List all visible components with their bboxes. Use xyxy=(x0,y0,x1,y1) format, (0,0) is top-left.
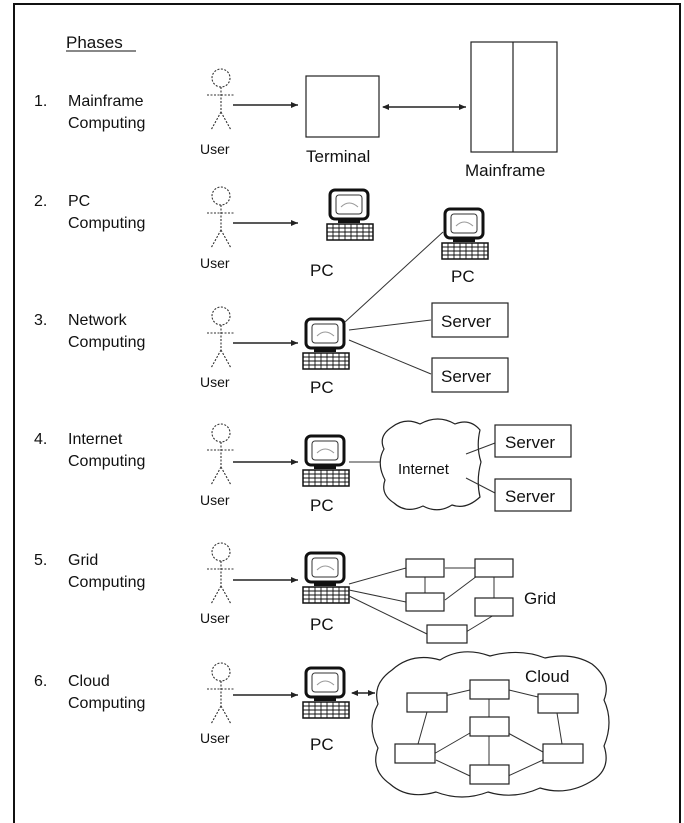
phase-5-row: 5. Grid Computing User PC Grid xyxy=(34,542,556,644)
phase-1-row: 1. Mainframe Computing User Terminal Mai… xyxy=(34,41,558,180)
phase-6-label-line1: Cloud xyxy=(68,673,110,690)
user-icon xyxy=(206,68,236,131)
grid-node xyxy=(405,592,445,612)
phase-2-row: 2. PC Computing User PC PC xyxy=(34,186,490,286)
user-label: User xyxy=(200,374,230,390)
grid-label: Grid xyxy=(524,589,556,608)
cloud-node xyxy=(542,743,584,764)
cloud-node xyxy=(469,679,510,700)
pc-to-server-link xyxy=(348,339,432,375)
server-label: Server xyxy=(441,367,491,386)
grid-network xyxy=(348,558,514,644)
cloud-node xyxy=(406,692,448,713)
pc-icon xyxy=(301,551,351,605)
phase-6-row: 6. Cloud Computing User PC Cloud xyxy=(34,651,610,798)
terminal-box xyxy=(305,75,380,138)
pc-label: PC xyxy=(310,496,334,515)
pc-label: PC xyxy=(310,261,334,280)
grid-node xyxy=(474,597,514,617)
phase-1-number: 1. xyxy=(34,93,47,110)
phases-heading: Phases xyxy=(66,33,123,52)
phase-4-label-line1: Internet xyxy=(68,431,123,448)
grid-node xyxy=(474,558,514,578)
server-box xyxy=(431,302,509,338)
network-pc-icon xyxy=(440,207,490,261)
user-icon xyxy=(206,306,236,369)
network-pc-label: PC xyxy=(451,267,475,286)
phase-3-label-line2: Computing xyxy=(68,334,145,351)
user-icon xyxy=(206,186,236,249)
phase-3-number: 3. xyxy=(34,312,47,329)
user-label: User xyxy=(200,492,230,508)
pc-icon xyxy=(325,188,375,242)
grid-node xyxy=(405,558,445,578)
pc-icon xyxy=(301,434,351,488)
grid-node xyxy=(426,624,468,644)
user-icon xyxy=(206,423,236,486)
phase-6-label-line2: Computing xyxy=(68,695,145,712)
internet-cloud-icon xyxy=(379,418,482,511)
user-label: User xyxy=(200,610,230,626)
server-box xyxy=(494,424,572,458)
server-label: Server xyxy=(505,433,555,452)
pc-label: PC xyxy=(310,735,334,754)
user-icon xyxy=(206,542,236,605)
phase-4-label-line2: Computing xyxy=(68,453,145,470)
mainframe-box xyxy=(470,41,558,153)
phase-3-row: 3. Network Computing User PC Server Serv… xyxy=(34,231,509,397)
phase-3-label-line1: Network xyxy=(68,312,128,329)
cloud-network xyxy=(394,679,584,785)
user-label: User xyxy=(200,141,230,157)
pc-label: PC xyxy=(310,615,334,634)
cloud-node xyxy=(537,693,579,714)
cloud-node xyxy=(394,743,436,764)
server-label: Server xyxy=(441,312,491,331)
internet-label: Internet xyxy=(398,461,450,478)
phase-2-number: 2. xyxy=(34,193,47,210)
pc-to-pc-link xyxy=(344,231,444,323)
user-icon xyxy=(206,662,236,725)
user-label: User xyxy=(200,255,230,271)
phase-5-number: 5. xyxy=(34,552,47,569)
phase-4-number: 4. xyxy=(34,431,47,448)
internet-to-server-link xyxy=(465,477,496,494)
phase-4-row: 4. Internet Computing User PC Internet S… xyxy=(34,418,572,515)
phase-5-label-line2: Computing xyxy=(68,574,145,591)
pc-label: PC xyxy=(310,378,334,397)
cloud-node xyxy=(469,764,510,785)
diagram-frame xyxy=(13,3,681,823)
server-box xyxy=(431,357,509,393)
phase-6-number: 6. xyxy=(34,673,47,690)
server-label: Server xyxy=(505,487,555,506)
phase-2-label-line2: Computing xyxy=(68,215,145,232)
terminal-label: Terminal xyxy=(306,147,370,166)
server-box xyxy=(494,478,572,512)
phase-2-label-line1: PC xyxy=(68,193,90,210)
pc-to-server-link xyxy=(348,319,432,331)
cloud-node xyxy=(469,716,510,737)
pc-icon xyxy=(301,317,351,371)
pc-icon xyxy=(301,666,351,720)
phase-1-label-line2: Computing xyxy=(68,115,145,132)
phase-1-label-line1: Mainframe xyxy=(68,93,144,110)
user-label: User xyxy=(200,730,230,746)
internet-to-server-link xyxy=(465,442,496,455)
mainframe-label: Mainframe xyxy=(465,161,545,180)
cloud-label: Cloud xyxy=(525,667,569,686)
phase-5-label-line1: Grid xyxy=(68,552,98,569)
